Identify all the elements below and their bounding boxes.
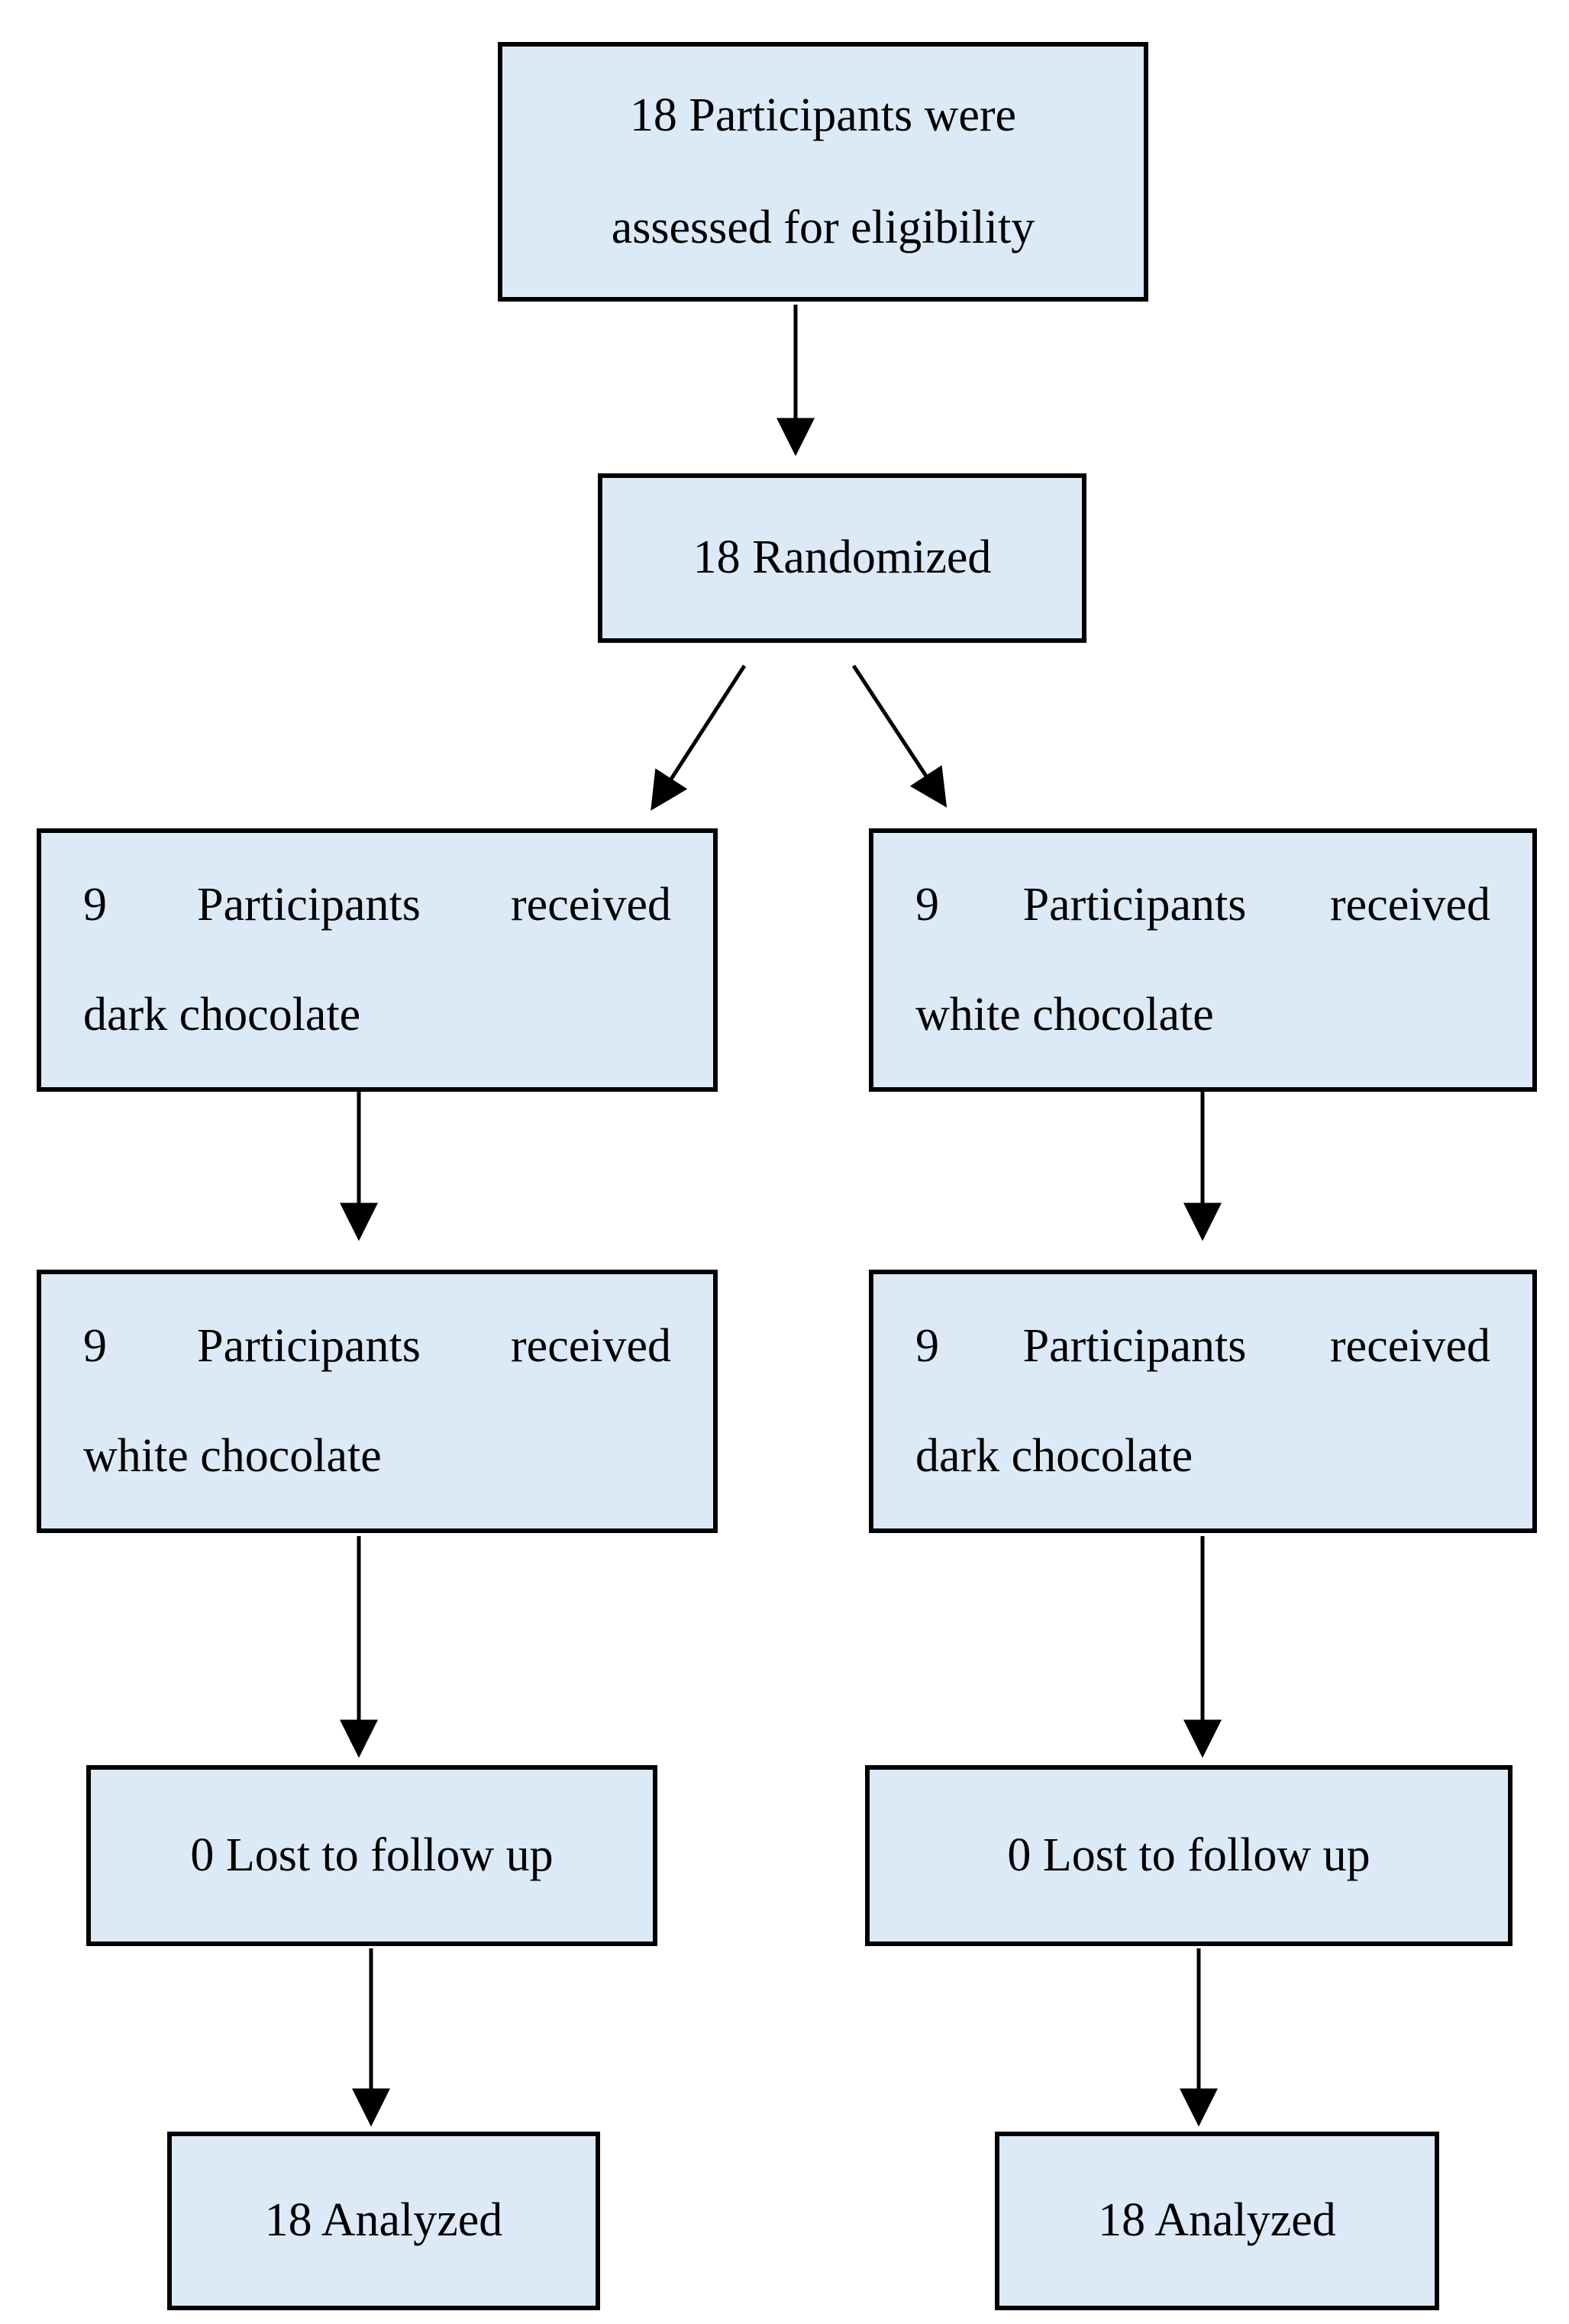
word: received [511,1320,671,1373]
word: Participants [1022,1320,1247,1373]
arrow-randomized-to-left [651,664,747,811]
box-assessed-for-eligibility: 18 Participants were assessed for eligib… [498,42,1148,302]
box-right-analyzed: 18 Analyzed [995,2132,1439,2310]
word: Participants [1022,879,1247,931]
word: 9 [915,1320,939,1373]
left-analyzed-label: 18 Analyzed [264,2194,503,2247]
box-right-lost-to-follow-up: 0 Lost to follow up [865,1765,1513,1946]
word: Participants [197,1320,421,1373]
right-analyzed-label: 18 Analyzed [1098,2194,1336,2247]
box-right-received-white-chocolate: 9 Participants received white chocolate [869,828,1537,1092]
right-lost-label: 0 Lost to follow up [1007,1829,1370,1881]
right-period2-line2: dark chocolate [915,1429,1193,1482]
word: 9 [83,1320,107,1373]
right-period1-line1: 9 Participants received [915,878,1490,932]
box-left-lost-to-follow-up: 0 Lost to follow up [86,1765,657,1946]
box-left-received-dark-chocolate: 9 Participants received dark chocolate [37,828,718,1092]
left-period1-line1: 9 Participants received [83,878,671,932]
left-period2-line1: 9 Participants received [83,1319,671,1373]
word: received [1330,879,1490,931]
left-period2-line2: white chocolate [83,1429,382,1482]
word: 9 [83,879,107,931]
left-period1-line2: dark chocolate [83,988,361,1041]
right-period2-line1: 9 Participants received [915,1319,1490,1373]
left-lost-label: 0 Lost to follow up [190,1829,554,1881]
right-period1-line2: white chocolate [915,988,1214,1041]
arrow-randomized-to-right [851,664,948,808]
word: Participants [197,879,421,931]
word: 9 [915,879,939,931]
word: received [511,879,671,931]
word: received [1330,1320,1490,1373]
box-left-received-white-chocolate: 9 Participants received white chocolate [37,1270,718,1533]
eligibility-line1: 18 Participants were [629,89,1017,142]
box-randomized: 18 Randomized [598,473,1086,643]
box-left-analyzed: 18 Analyzed [167,2132,600,2310]
box-right-received-dark-chocolate: 9 Participants received dark chocolate [869,1270,1537,1533]
randomized-label: 18 Randomized [692,531,992,584]
eligibility-line2: assessed for eligibility [611,201,1035,253]
